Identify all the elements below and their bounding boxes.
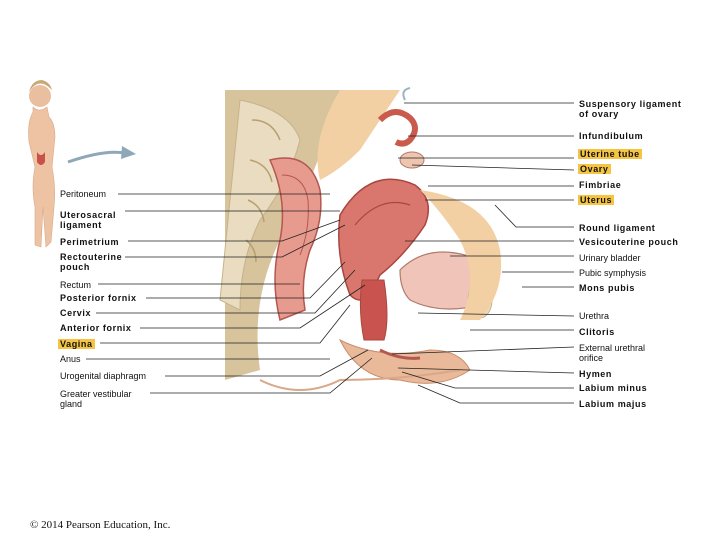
label-suspensory-ligament: Suspensory ligament of ovary bbox=[579, 99, 682, 119]
label-labium-minus: Labium minus bbox=[579, 383, 648, 393]
label-cervix: Cervix bbox=[60, 308, 92, 318]
copyright-notice: © 2014 Pearson Education, Inc. bbox=[30, 519, 171, 531]
label-round-ligament: Round ligament bbox=[579, 223, 656, 233]
label-rectouterine-pouch: Rectouterine pouch bbox=[60, 252, 123, 272]
sagittal-section bbox=[219, 87, 502, 391]
label-infundibulum: Infundibulum bbox=[579, 131, 644, 141]
label-perimetrium: Perimetrium bbox=[60, 237, 120, 247]
label-hymen: Hymen bbox=[579, 369, 613, 379]
label-posterior-fornix: Posterior fornix bbox=[60, 293, 137, 303]
leader-lines-right bbox=[391, 102, 575, 404]
label-greater-vestibular-gland: Greater vestibular gland bbox=[60, 389, 132, 409]
label-anus: Anus bbox=[60, 354, 81, 364]
label-uterine-tube: Uterine tube bbox=[578, 149, 642, 159]
label-urogenital-diaphragm: Urogenital diaphragm bbox=[60, 371, 147, 381]
label-pubic-symphysis: Pubic symphysis bbox=[579, 268, 647, 278]
leader-lines-left bbox=[86, 193, 373, 394]
label-vagina: Vagina bbox=[58, 339, 95, 349]
label-ovary: Ovary bbox=[578, 164, 611, 174]
label-rectum: Rectum bbox=[60, 280, 92, 290]
label-clitoris: Clitoris bbox=[579, 327, 615, 337]
label-peritoneum: Peritoneum bbox=[60, 189, 107, 199]
label-fimbriae: Fimbriae bbox=[579, 180, 622, 190]
pointer-arrow bbox=[67, 150, 131, 164]
label-uterosacral-ligament: Uterosacral ligament bbox=[60, 210, 117, 230]
label-urinary-bladder: Urinary bladder bbox=[579, 253, 641, 263]
female-figure-thumbnail bbox=[28, 80, 56, 248]
label-uterus: Uterus bbox=[578, 195, 615, 205]
label-anterior-fornix: Anterior fornix bbox=[60, 323, 132, 333]
label-vesicouterine-pouch: Vesicouterine pouch bbox=[579, 237, 679, 247]
label-mons-pubis: Mons pubis bbox=[579, 283, 635, 293]
label-labium-majus: Labium majus bbox=[579, 399, 647, 409]
label-urethra: Urethra bbox=[579, 311, 610, 321]
label-external-urethral-orifice: External urethral orifice bbox=[579, 343, 646, 363]
